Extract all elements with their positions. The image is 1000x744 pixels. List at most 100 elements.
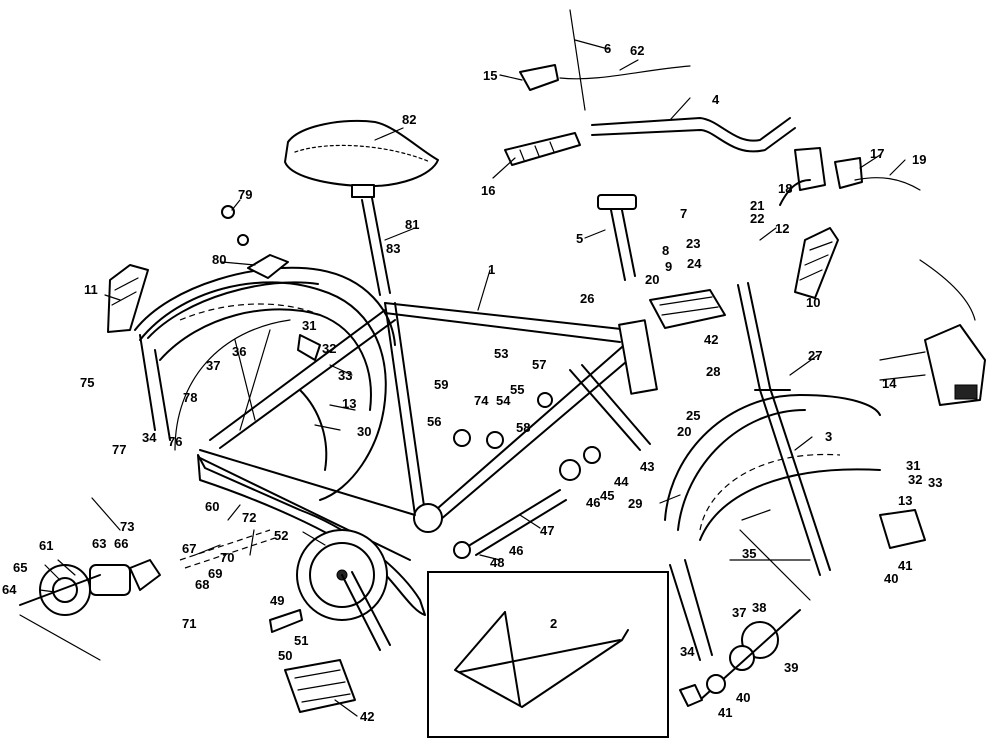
label-43: 43 <box>640 459 654 474</box>
label-36: 36 <box>232 344 246 359</box>
label-47: 47 <box>540 523 554 538</box>
front-wheel <box>699 468 926 601</box>
label-78: 78 <box>183 390 197 405</box>
label-6: 6 <box>604 41 611 56</box>
label-9: 9 <box>665 259 672 274</box>
label-69: 69 <box>208 566 222 581</box>
label-2: 2 <box>550 616 557 631</box>
label-39: 39 <box>784 660 798 675</box>
label-70: 70 <box>220 550 234 565</box>
front-fender <box>664 394 881 661</box>
label-7: 7 <box>680 206 687 221</box>
label-21: 21 <box>750 198 764 213</box>
label-20a: 20 <box>645 272 659 287</box>
label-52: 52 <box>274 528 288 543</box>
label-41a: 41 <box>898 558 912 573</box>
label-37a: 37 <box>206 358 220 373</box>
label-33b: 33 <box>928 475 942 490</box>
rear-wheel <box>139 281 387 501</box>
label-3: 3 <box>825 429 832 444</box>
rear-fender-bracket <box>221 205 289 279</box>
stem <box>597 194 637 281</box>
label-60: 60 <box>205 499 219 514</box>
pedal-lower <box>284 659 356 713</box>
label-64: 64 <box>2 582 17 597</box>
label-19: 19 <box>912 152 926 167</box>
label-26: 26 <box>580 291 594 306</box>
label-56: 56 <box>427 414 441 429</box>
label-37b: 37 <box>732 605 746 620</box>
pedal-upper <box>649 289 726 329</box>
brake-lever <box>779 147 921 206</box>
label-25: 25 <box>686 408 700 423</box>
label-53: 53 <box>494 346 508 361</box>
front-hub <box>679 609 801 707</box>
label-55: 55 <box>510 382 524 397</box>
label-61: 61 <box>39 538 53 553</box>
front-reflector <box>794 227 839 299</box>
label-59: 59 <box>434 377 448 392</box>
label-71: 71 <box>182 616 196 631</box>
label-40b: 40 <box>736 690 750 705</box>
bottom-bracket-axle <box>453 446 601 559</box>
label-30: 30 <box>357 424 371 439</box>
label-18: 18 <box>778 181 792 196</box>
seat-post <box>361 197 391 296</box>
label-63: 63 <box>92 536 106 551</box>
label-12: 12 <box>775 221 789 236</box>
part-labels: 1 2 3 4 5 6 7 8 9 10 11 12 13 13 14 15 1… <box>2 41 942 724</box>
rear-hub <box>19 559 161 661</box>
label-15: 15 <box>483 68 497 83</box>
label-82: 82 <box>402 112 416 127</box>
caliper-brake <box>879 259 986 406</box>
handlebar <box>591 117 796 153</box>
label-22: 22 <box>750 211 764 226</box>
label-62: 62 <box>630 43 644 58</box>
label-72: 72 <box>242 510 256 525</box>
crankset <box>269 529 391 651</box>
label-66: 66 <box>114 536 128 551</box>
label-28: 28 <box>706 364 720 379</box>
label-35: 35 <box>742 546 756 561</box>
label-13b: 13 <box>898 493 912 508</box>
label-4: 4 <box>712 92 720 107</box>
label-34b: 34 <box>680 644 695 659</box>
label-23: 23 <box>686 236 700 251</box>
label-24: 24 <box>687 256 702 271</box>
label-5: 5 <box>576 231 583 246</box>
label-11: 11 <box>84 282 98 297</box>
label-20b: 20 <box>677 424 691 439</box>
label-34a: 34 <box>142 430 157 445</box>
label-67: 67 <box>182 541 196 556</box>
label-31a: 31 <box>302 318 316 333</box>
label-80: 80 <box>212 252 226 267</box>
grip <box>504 132 581 166</box>
label-31b: 31 <box>906 458 920 473</box>
saddle <box>284 119 439 198</box>
label-41b: 41 <box>718 705 732 720</box>
brake-cable <box>519 9 691 111</box>
label-75: 75 <box>80 375 94 390</box>
label-27: 27 <box>808 348 822 363</box>
cotter-pins <box>453 392 553 449</box>
label-46b: 46 <box>509 543 523 558</box>
label-42b: 42 <box>360 709 374 724</box>
label-40a: 40 <box>884 571 898 586</box>
label-13a: 13 <box>342 396 356 411</box>
label-45: 45 <box>600 488 614 503</box>
label-54: 54 <box>496 393 511 408</box>
label-44: 44 <box>614 474 629 489</box>
label-16: 16 <box>481 183 495 198</box>
label-81: 81 <box>405 217 419 232</box>
label-79: 79 <box>238 187 252 202</box>
label-10: 10 <box>806 295 820 310</box>
label-68: 68 <box>195 577 209 592</box>
label-73: 73 <box>120 519 134 534</box>
label-74: 74 <box>474 393 489 408</box>
label-29: 29 <box>628 496 642 511</box>
frame-inset <box>427 571 669 738</box>
label-76: 76 <box>168 434 182 449</box>
label-57: 57 <box>532 357 546 372</box>
leader-lines <box>39 39 926 717</box>
